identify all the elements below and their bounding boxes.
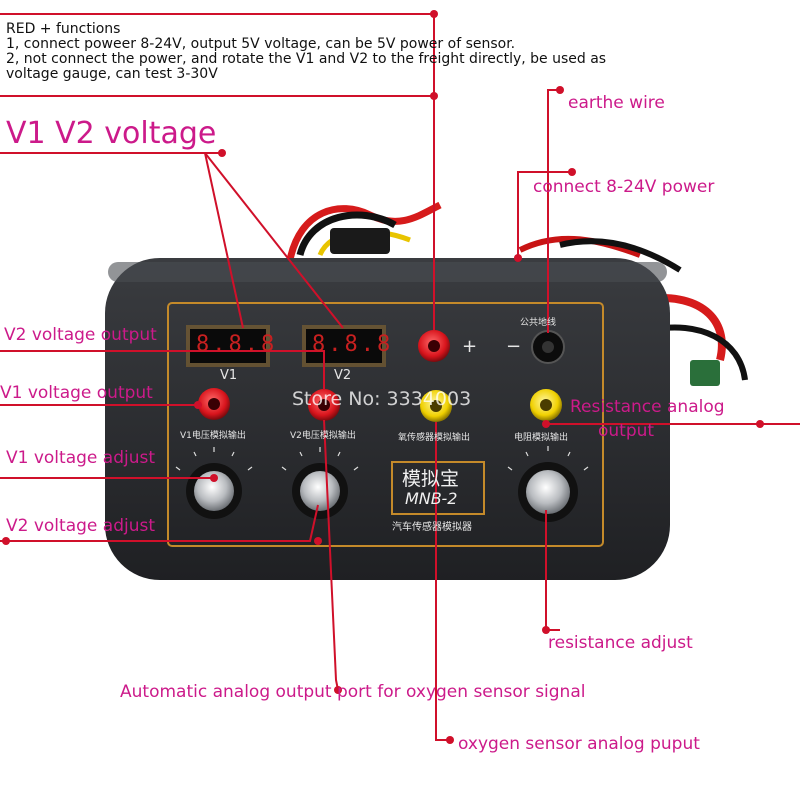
ground-jack (531, 330, 565, 364)
oxygen-port-label: 氧传感器模拟输出 (398, 433, 471, 443)
label-v1-voltage-output: V1 voltage output (0, 383, 153, 403)
notes-line-1: 1, connect poweer 8-24V, output 5V volta… (6, 36, 516, 52)
v1-adjust-knob (186, 463, 242, 519)
plus-symbol: + (462, 336, 478, 357)
store-watermark: Store No: 3334003 (292, 388, 472, 410)
device-subtitle: 汽车传感器模拟器 (392, 522, 472, 533)
leader-lines (0, 13, 800, 741)
v2-display-digits: 8.8.8 (312, 332, 394, 357)
label-v2-voltage-adjust: V2 voltage adjust (6, 516, 155, 536)
common-ground-label: 公共地线 (520, 318, 557, 328)
knob-scale-ticks (175, 446, 589, 471)
model-name: MNB-2 (405, 489, 458, 508)
label-resistance-output-line1: Resistance analog (570, 397, 725, 417)
v2-port-label: V2电压模拟输出 (290, 431, 356, 441)
label-v2-voltage-output: V2 voltage output (4, 325, 157, 345)
leader-dots (2, 10, 764, 744)
v1-output-jack (198, 388, 230, 420)
v2-display (306, 329, 382, 363)
label-resistance-output-line2: output (598, 421, 655, 441)
v1-display-digits: 8.8.8 (196, 332, 278, 357)
oxygen-output-jack (420, 390, 452, 422)
v2-adjust-knob (292, 463, 348, 519)
plus-power-jack (418, 330, 450, 362)
label-connect-power: connect 8-24V power (533, 177, 715, 197)
cables (286, 201, 748, 386)
device-body (105, 258, 670, 580)
notes-line-2: 2, not connect the power, and rotate the… (6, 51, 607, 67)
brand-name: 模拟宝 (402, 468, 460, 490)
label-earth-wire: earthe wire (568, 93, 665, 113)
resistance-adjust-knob (518, 462, 578, 522)
function-notes: RED + functions 1, connect poweer 8-24V,… (6, 22, 606, 82)
v2-output-jack (308, 389, 340, 421)
v1-display (190, 329, 266, 363)
label-resistance-adjust: resistance adjust (548, 633, 693, 653)
label-automatic-output: Automatic analog output port for oxygen … (120, 682, 586, 702)
label-v1-voltage-adjust: V1 voltage adjust (6, 448, 155, 468)
minus-symbol: − (506, 336, 522, 357)
display-v2-label: V2 (334, 368, 352, 383)
brand-logo-box (391, 461, 485, 515)
resistance-port-label: 电阻模拟输出 (514, 433, 569, 443)
display-v1-label: V1 (220, 368, 238, 383)
notes-line-3: voltage gauge, can test 3-30V (6, 66, 218, 82)
label-v1-v2-voltage: V1 V2 voltage (6, 116, 217, 151)
resistance-output-jack (530, 389, 562, 421)
notes-title: RED + functions (6, 21, 121, 37)
label-oxygen-output: oxygen sensor analog puput (458, 734, 700, 754)
v1-port-label: V1电压模拟输出 (180, 431, 246, 441)
